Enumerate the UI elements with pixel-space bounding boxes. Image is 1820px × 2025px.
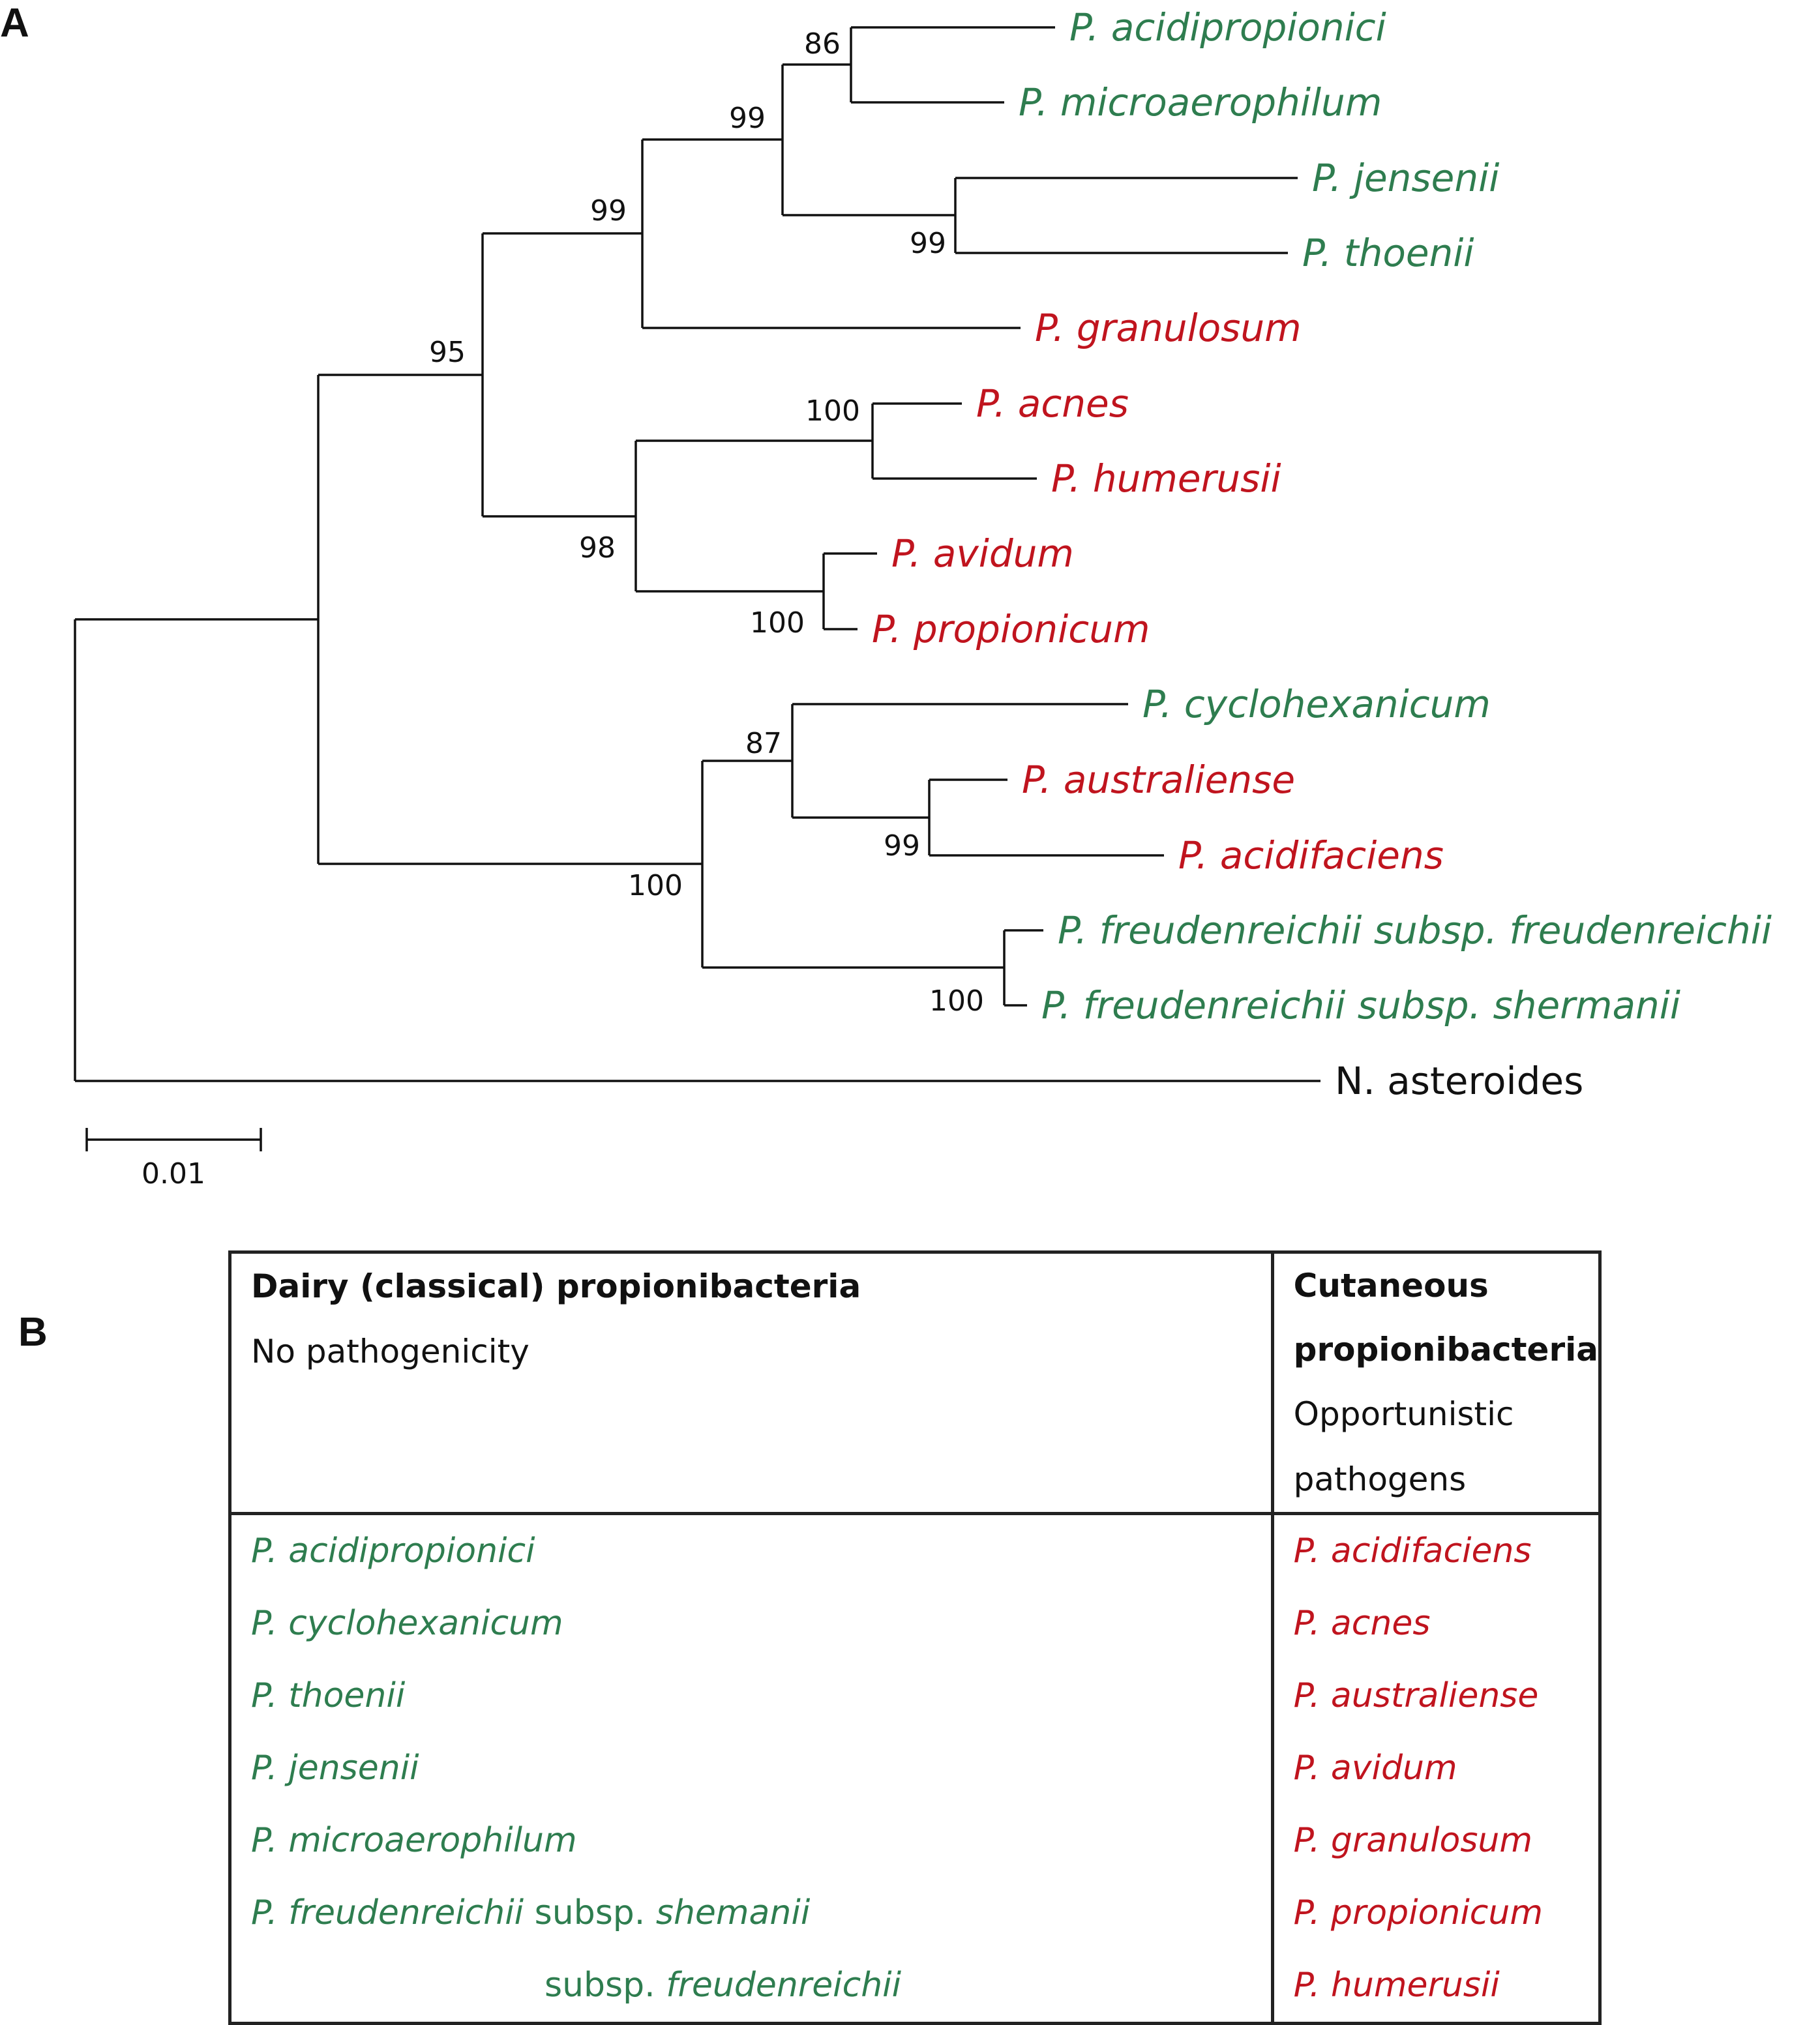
bootstrap-value: 100 xyxy=(929,984,984,1018)
freud-subsp-freudenreichii: freudenreichii xyxy=(666,1966,902,2005)
tip-label-freud_freud: P. freudenreichii subsp. freudenreichii xyxy=(1058,908,1772,953)
dairy-species: P. jensenii xyxy=(251,1749,419,1788)
dairy-species-freudenreichii: P. freudenreichii subsp. shemanii xyxy=(230,1877,1273,1949)
tip-label-cyclohexanicum: P. cyclohexanicum xyxy=(1142,682,1491,726)
table-header-row: Dairy (classical) propionibacteria No pa… xyxy=(230,1252,1600,1515)
tip-label-avidum: P. avidum xyxy=(891,531,1074,576)
cutaneous-species: P. australiense xyxy=(1270,1660,1600,1732)
table-row: P. cyclohexanicum P. acnes xyxy=(230,1588,1600,1660)
tip-label-granulosum: P. granulosum xyxy=(1035,306,1302,350)
dairy-species: P. thoenii xyxy=(251,1676,406,1715)
table-row: subsp. freudenreichii P. humerusii xyxy=(230,1949,1600,2024)
table-row: P. jensenii P. avidum xyxy=(230,1732,1600,1805)
classification-table: Dairy (classical) propionibacteria No pa… xyxy=(228,1250,1602,2025)
dairy-subheader: No pathogenicity xyxy=(251,1333,530,1370)
bootstrap-value: 99 xyxy=(910,227,946,260)
tip-label-asteroides: N. asteroides xyxy=(1335,1059,1583,1103)
dairy-header: Dairy (classical) propionibacteria xyxy=(251,1267,861,1305)
tip-label-microaerophilum: P. microaerophilum xyxy=(1019,80,1382,125)
panel-label-a: A xyxy=(0,1,29,46)
cutaneous-subheader: Opportunistic pathogens xyxy=(1293,1395,1514,1498)
bootstrap-value: 95 xyxy=(429,336,466,369)
bootstrap-value: 99 xyxy=(729,102,766,135)
dairy-header-cell: Dairy (classical) propionibacteria No pa… xyxy=(230,1252,1273,1515)
dairy-species: P. cyclohexanicum xyxy=(251,1604,563,1643)
cutaneous-header-cell: Cutaneous propionibacteria Opportunistic… xyxy=(1270,1252,1600,1515)
tip-label-acidifaciens: P. acidifaciens xyxy=(1178,833,1444,878)
subsp-label: subsp. xyxy=(545,1966,655,2005)
cutaneous-header-line2: propionibacteria xyxy=(1293,1331,1598,1368)
tip-label-propionicum: P. propionicum xyxy=(872,607,1150,651)
cutaneous-species: P. acidifaciens xyxy=(1270,1513,1600,1588)
bootstrap-value: 98 xyxy=(579,531,616,565)
tip-label-thoenii: P. thoenii xyxy=(1302,231,1474,275)
phylogenetic-tree: P. acidipropionici P. microaerophilum P. j… xyxy=(74,5,1772,1190)
cutaneous-species: P. granulosum xyxy=(1270,1805,1600,1877)
dairy-species: P. acidipropionici xyxy=(251,1531,535,1571)
bootstrap-value: 86 xyxy=(804,27,841,61)
bootstrap-value: 99 xyxy=(884,829,920,863)
tip-label-freud_sherm: P. freudenreichii subsp. shermanii xyxy=(1041,983,1680,1027)
freud-subsp-shemanii: shemanii xyxy=(655,1893,811,1932)
freud-genus: P. freudenreichii xyxy=(251,1893,524,1932)
cutaneous-header-line1: Cutaneous xyxy=(1293,1267,1489,1305)
bootstrap-value: 100 xyxy=(628,869,683,902)
cutaneous-species: P. humerusii xyxy=(1270,1949,1600,2024)
table-row: P. microaerophilum P. granulosum xyxy=(230,1805,1600,1877)
bootstrap-value: 100 xyxy=(805,394,860,428)
tip-label-jensenii: P. jensenii xyxy=(1312,156,1499,200)
dairy-species-freudenreichii-sub2: subsp. freudenreichii xyxy=(230,1949,1273,2024)
cutaneous-species: P. acnes xyxy=(1270,1588,1600,1660)
tip-label-acnes: P. acnes xyxy=(976,381,1129,426)
cutaneous-species: P. propionicum xyxy=(1270,1877,1600,1949)
dairy-species: P. microaerophilum xyxy=(251,1821,577,1860)
table-row: P. thoenii P. australiense xyxy=(230,1660,1600,1732)
bootstrap-value: 87 xyxy=(745,727,782,760)
tip-label-acidipropionici: P. acidipropionici xyxy=(1069,5,1386,50)
scale-bar-label: 0.01 xyxy=(142,1157,205,1190)
table-row: P. acidipropionici P. acidifaciens xyxy=(230,1513,1600,1588)
table-row: P. freudenreichii subsp. shemanii P. pro… xyxy=(230,1877,1600,1949)
bootstrap-value: 99 xyxy=(590,194,627,228)
cutaneous-species: P. avidum xyxy=(1270,1732,1600,1805)
tip-label-australiense: P. australiense xyxy=(1022,758,1295,802)
panel-label-b: B xyxy=(18,1310,48,1355)
subsp-label: subsp. xyxy=(534,1893,646,1932)
bootstrap-value: 100 xyxy=(750,606,805,640)
tip-label-humerusii: P. humerusii xyxy=(1051,456,1281,501)
